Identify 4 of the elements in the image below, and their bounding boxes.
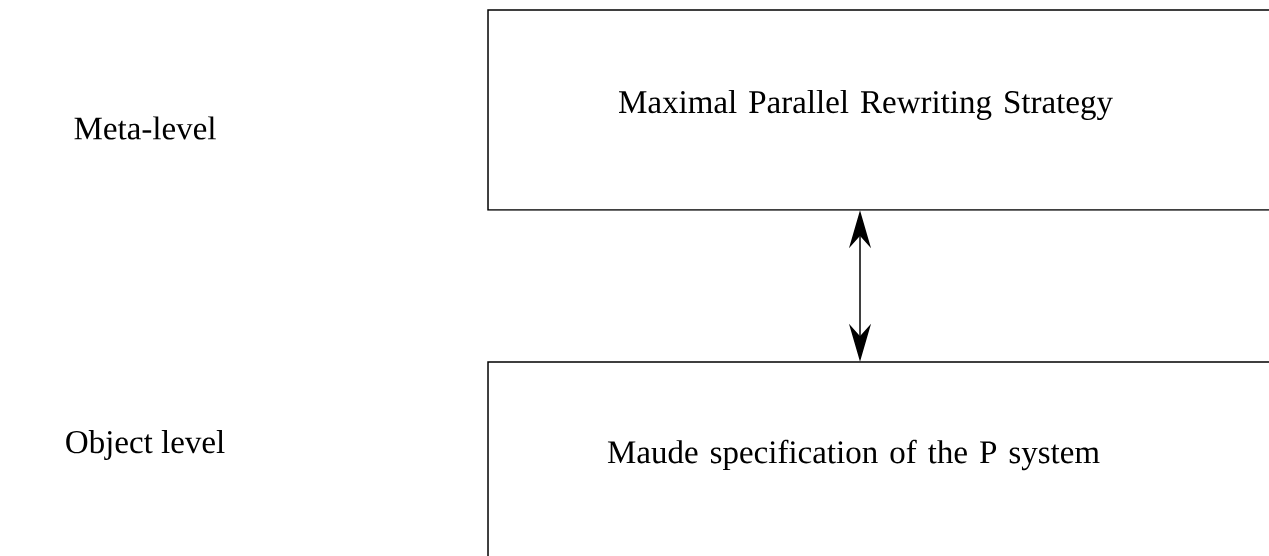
level-label: Object level	[66, 430, 225, 460]
process-box: Maximal Parallel Rewriting Strategy	[487, 9, 1269, 211]
process-box: Maude specification of the P system	[487, 361, 1269, 556]
level-label: Meta-level	[74, 116, 216, 140]
